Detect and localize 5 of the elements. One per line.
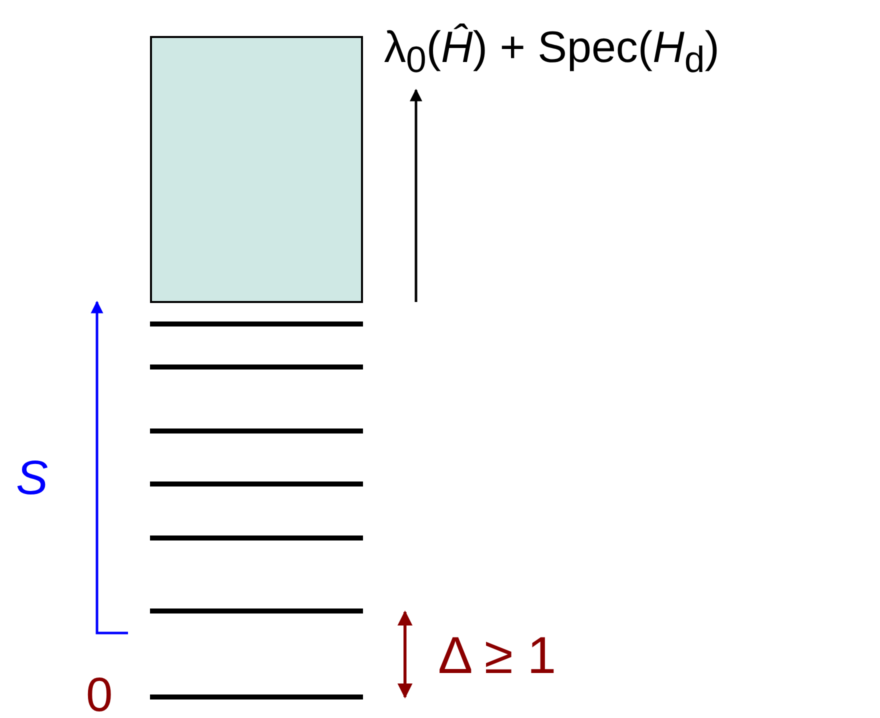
level-label: 0 — [86, 672, 113, 718]
spectrum-label: λ$_{0}$(Ĥ) + Spec(H$_{d}$) — [384, 26, 720, 78]
spectrum-band — [150, 36, 363, 303]
axis-label: S — [16, 455, 48, 503]
gap-label: Δ ≥ 1 — [438, 630, 556, 682]
